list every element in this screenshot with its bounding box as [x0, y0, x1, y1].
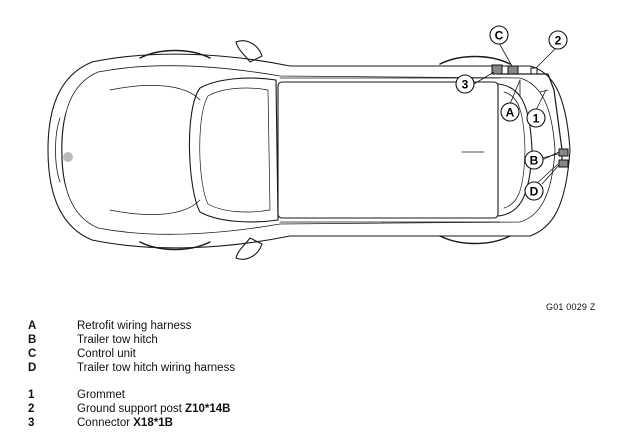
- legend-row-d: D Trailer tow hitch wiring harness: [28, 361, 608, 375]
- callout-d-label: D: [530, 185, 539, 199]
- connector-x18-block: [491, 64, 503, 75]
- callout-1: 1: [526, 108, 546, 128]
- callout-c: C: [489, 25, 509, 45]
- hitch-block-upper: [558, 148, 569, 157]
- legend-key: 2: [28, 403, 35, 415]
- legend-text: Control unit: [77, 348, 136, 360]
- legend-text: Connector X18*1B: [77, 416, 173, 430]
- legend-key: 1: [28, 389, 35, 401]
- legend: A Retrofit wiring harness B Trailer tow …: [28, 319, 608, 430]
- legend-key: B: [28, 334, 37, 346]
- legend-text-main: Connector: [77, 417, 134, 429]
- mirror-right: [235, 237, 263, 260]
- roof: [277, 81, 499, 219]
- callout-1-label: 1: [533, 112, 540, 126]
- callout-a-label: A: [506, 106, 515, 120]
- legend-text: Trailer tow hitch: [77, 334, 158, 346]
- callout-3: 3: [455, 74, 475, 94]
- legend-row-c: C Control unit: [28, 347, 608, 361]
- callout-2-label: 2: [555, 34, 562, 48]
- callout-2: 2: [548, 30, 568, 50]
- rear-window: [497, 83, 533, 217]
- callout-b-label: B: [530, 154, 539, 168]
- hitch-block-lower: [558, 159, 569, 168]
- legend-text: Ground support post Z10*14B: [77, 402, 230, 416]
- mirror-left: [235, 40, 263, 63]
- legend-row-2: 2 Ground support post Z10*14B: [28, 402, 608, 416]
- legend-text: Trailer tow hitch wiring harness: [77, 362, 236, 374]
- legend-code: Z10*14B: [185, 403, 231, 415]
- car-body-outline: [47, 53, 571, 249]
- callout-d: D: [524, 181, 544, 201]
- legend-row-b: B Trailer tow hitch: [28, 333, 608, 347]
- legend-text: Grommet: [77, 388, 125, 402]
- callout-b: B: [524, 150, 544, 170]
- figure-code: G01 0029 Z: [546, 302, 596, 312]
- legend-key: 3: [28, 417, 35, 429]
- legend-row-3: 3 Connector X18*1B: [28, 416, 608, 430]
- legend-code: X18*1B: [133, 417, 173, 429]
- legend-row-1: 1 Grommet: [28, 388, 608, 402]
- callout-a: A: [500, 102, 520, 122]
- callout-3-label: 3: [462, 78, 469, 92]
- legend-text-main: Grommet: [77, 389, 125, 401]
- legend-key: C: [28, 348, 37, 360]
- control-unit-block: [507, 65, 519, 75]
- legend-key: A: [28, 320, 37, 332]
- legend-text-main: Ground support post: [77, 403, 186, 415]
- legend-row-a: A Retrofit wiring harness: [28, 319, 608, 333]
- headlight-marker: [63, 152, 73, 162]
- vehicle-diagram: C 2 3 A 1 B D: [47, 25, 571, 260]
- callout-c-label: C: [495, 29, 504, 43]
- legend-text: Retrofit wiring harness: [77, 320, 192, 332]
- legend-key: D: [28, 362, 37, 374]
- windshield: [188, 77, 279, 223]
- ground-post-block: [530, 67, 538, 75]
